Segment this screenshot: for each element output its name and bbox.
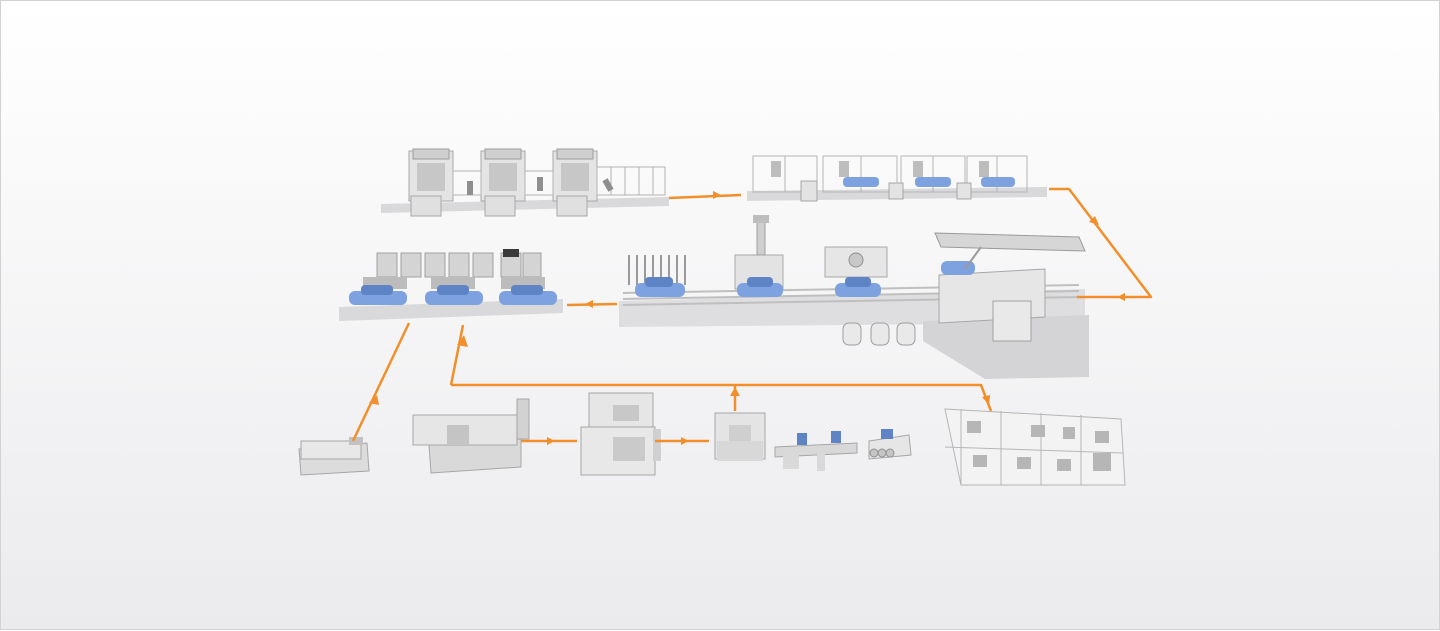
flow-arrow-injection-to-assembly (351, 322, 411, 442)
die-casting-station (412, 398, 530, 474)
component-assembly-station (714, 412, 912, 471)
injection-molding-station (298, 437, 370, 476)
arrowhead (982, 395, 990, 405)
paint-tank (842, 322, 916, 346)
curing-oven (824, 246, 888, 278)
robot-arm-icon (967, 421, 1111, 471)
flow-return-line (451, 383, 993, 412)
arrowhead (457, 335, 468, 347)
press-machine (408, 148, 454, 217)
arrowhead (1117, 293, 1125, 301)
dip-tank (938, 261, 1046, 342)
welding-robot-icon (771, 161, 989, 177)
welding-station (747, 155, 1047, 202)
flow-arrow-welding-to-paint (1049, 187, 1153, 299)
arrowhead (1089, 216, 1099, 225)
paint-shop-station (619, 215, 1089, 379)
final-assembly-station (339, 249, 563, 321)
press-machine (480, 148, 526, 217)
flow-arrow-press-to-welding (668, 193, 742, 200)
robotic-cell-station (944, 408, 1126, 486)
arrowhead (369, 395, 379, 405)
body-in-white-car (843, 177, 1015, 187)
assembled-car (349, 285, 557, 305)
press-line-station (381, 148, 669, 217)
parts-rack (376, 252, 542, 278)
press-machine (552, 148, 598, 217)
tool-cart (868, 429, 912, 460)
arrowhead (585, 300, 593, 308)
arrowhead (730, 387, 740, 396)
painted-car (635, 277, 881, 297)
arrowhead (713, 191, 721, 199)
flow-arrows (351, 187, 1153, 445)
assembly-press (714, 412, 766, 461)
safety-fence (452, 166, 666, 196)
robot-arm-icon (467, 177, 614, 195)
arrowhead (681, 437, 689, 445)
overhead-gantry (934, 232, 1086, 270)
cnc-machining-station (580, 392, 661, 476)
arrowhead (547, 437, 555, 445)
welding-fixture (800, 180, 972, 202)
workbench (774, 431, 858, 471)
monitor-icon (503, 249, 519, 257)
flow-arrow-components-to-assembly (449, 324, 465, 386)
